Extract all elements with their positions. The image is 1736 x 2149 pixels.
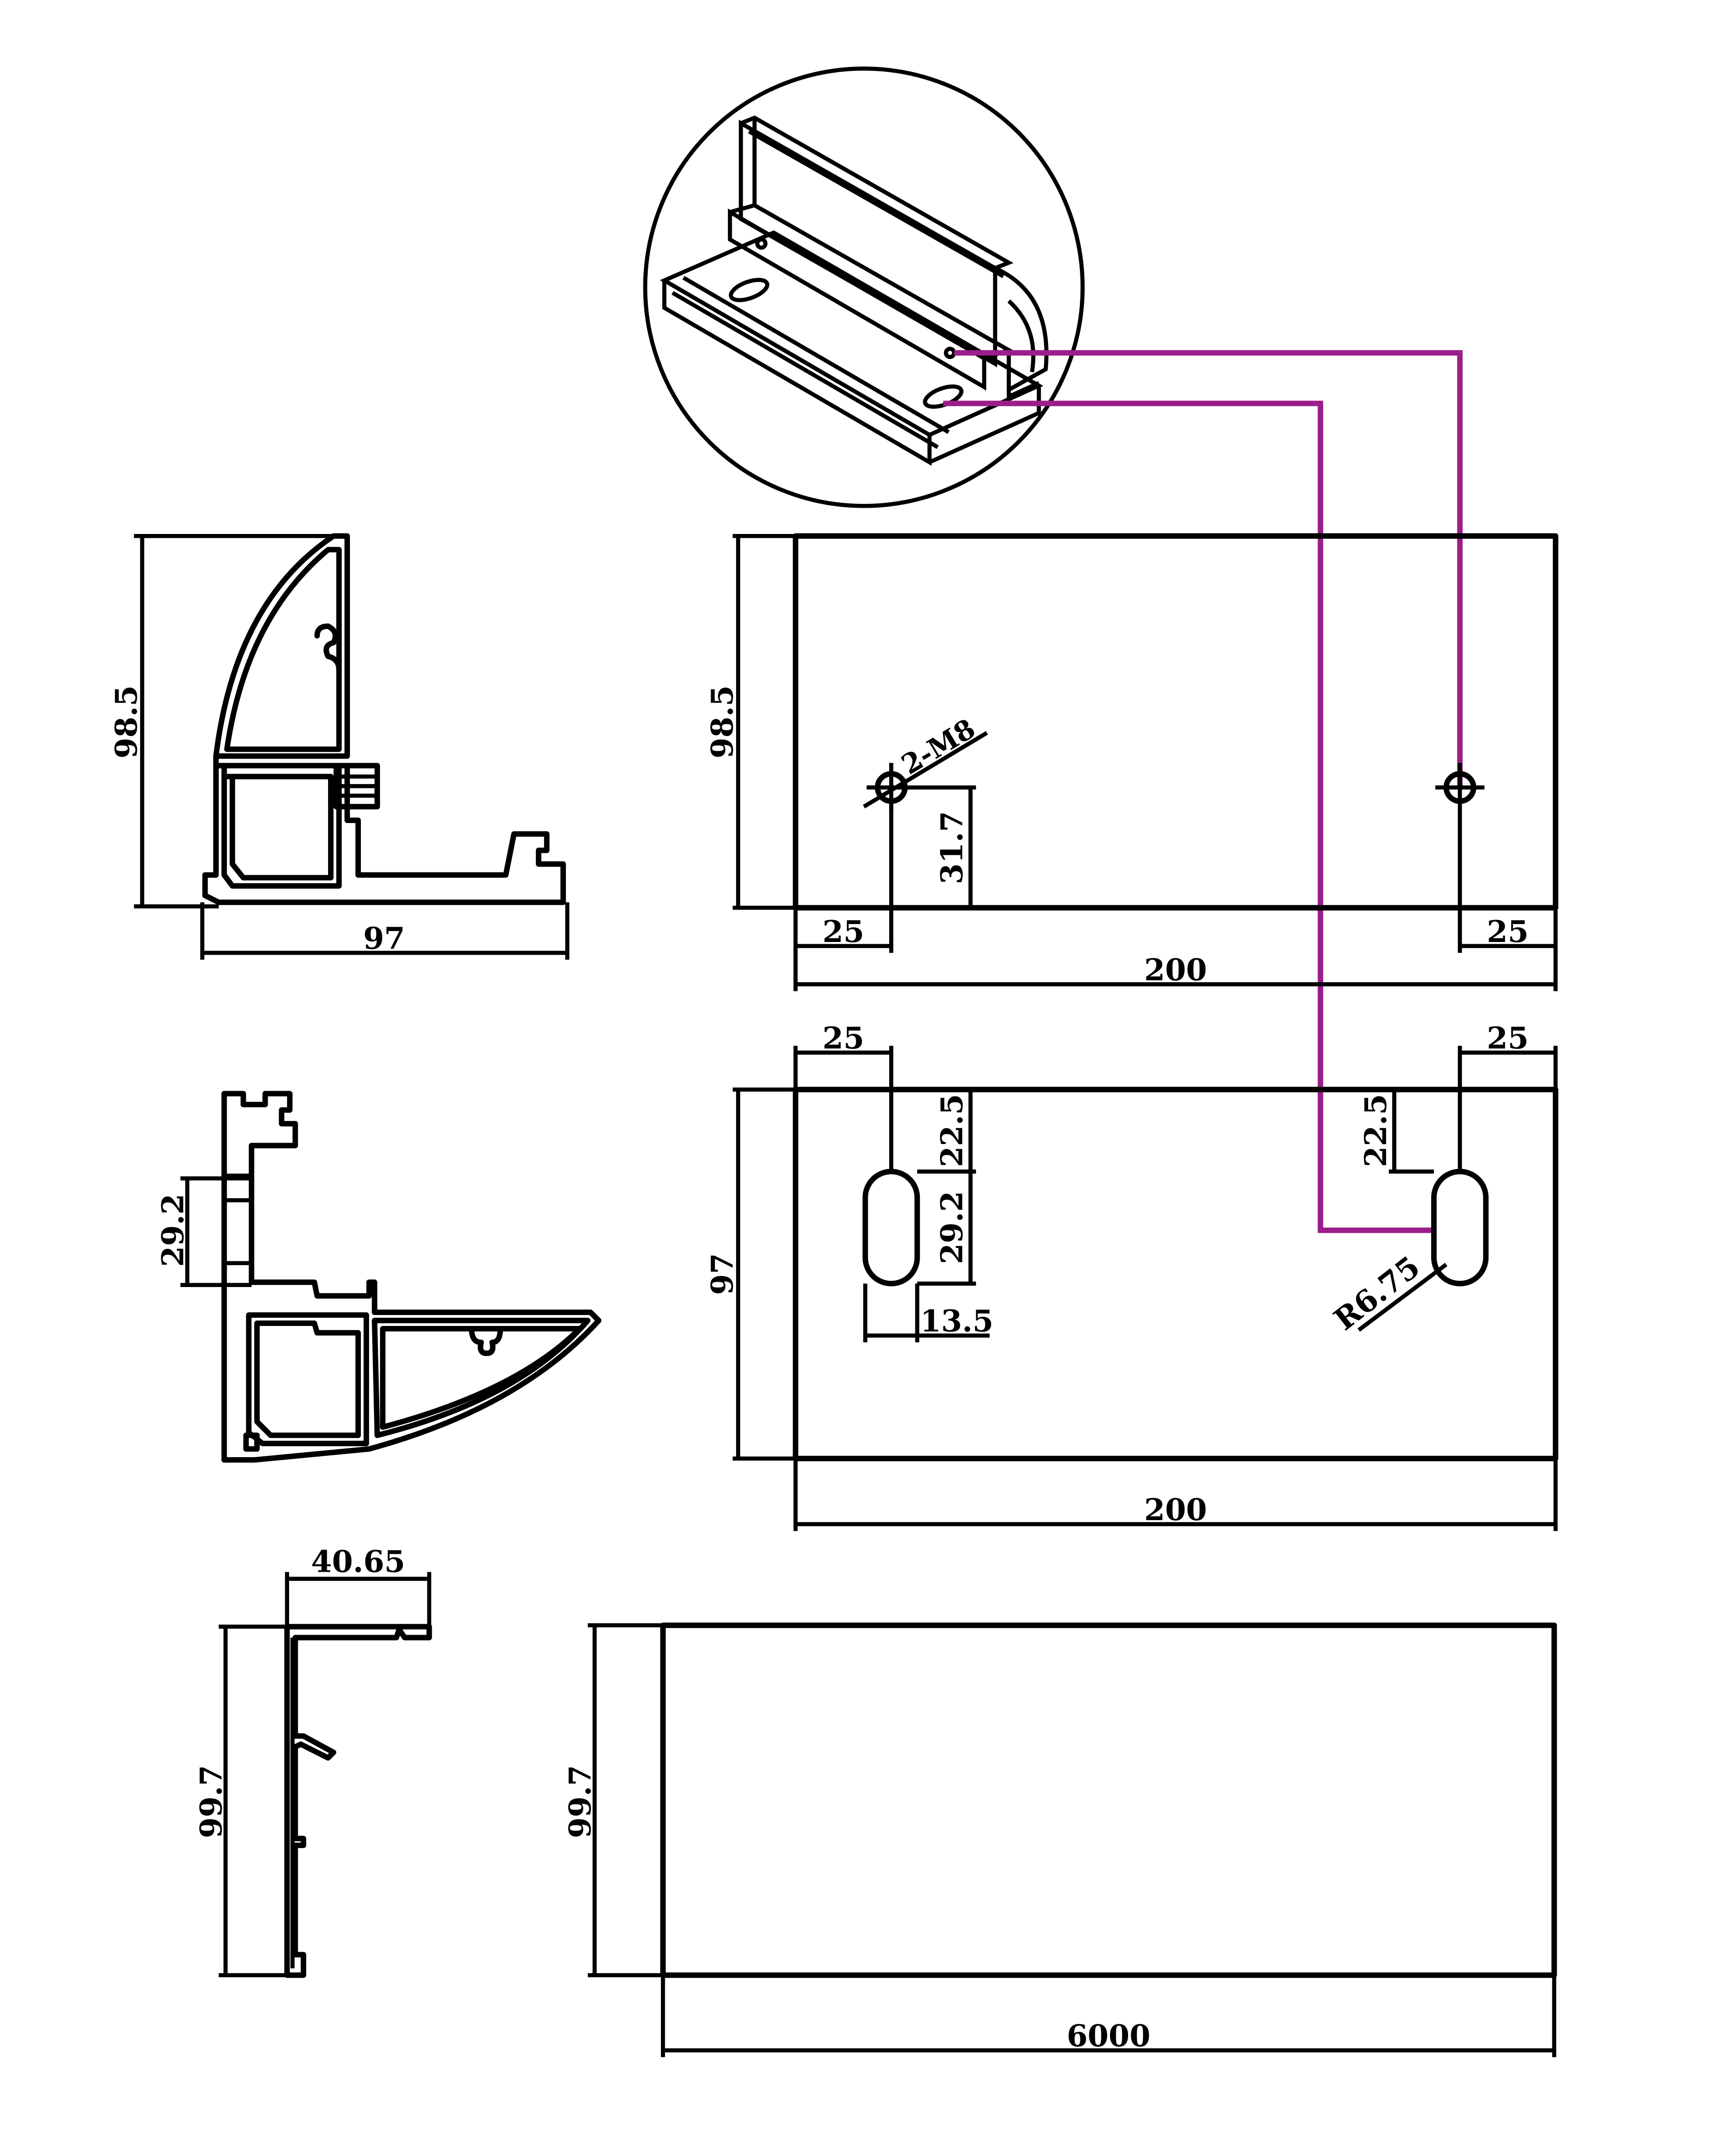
- plan-slot-radius-label: R6.75: [1327, 1249, 1427, 1337]
- profile-section-3: [284, 1624, 432, 1978]
- front-width-label: 200: [1144, 952, 1207, 987]
- plan-slot-width-label: 13.5: [920, 1304, 993, 1339]
- long-view: [660, 1622, 1557, 1978]
- front-view: [793, 533, 1558, 911]
- front-view-dimensions: 98.5 2-M8 31.7 25 25 200: [705, 534, 1558, 991]
- long-length-label: 6000: [1067, 2018, 1150, 2054]
- isometric-detail-view: [643, 66, 1085, 508]
- long-height-label: 99.7: [562, 1765, 598, 1838]
- plan-right-offset-label: 25: [1487, 1021, 1529, 1056]
- front-left-offset-label: 25: [822, 914, 864, 949]
- front-hole-height-label: 31.7: [934, 811, 970, 884]
- front-hole-note: 2-M8: [896, 712, 981, 781]
- profile1-dimensions: 98.5 97: [109, 534, 569, 960]
- profile-section-1: [202, 533, 566, 905]
- front-right-offset-label: 25: [1487, 914, 1529, 949]
- plan-slot-length-label: 29.2: [934, 1191, 970, 1264]
- plan-view-dimensions: 25 25 22.5 29.2 22.5 13.5 R6.75 97 200: [705, 1021, 1558, 1531]
- plan-height-label: 97: [705, 1253, 740, 1295]
- profile2-slot-label: 29.2: [155, 1194, 191, 1267]
- plan-view: [793, 1087, 1558, 1462]
- profile-section-2: [221, 1091, 602, 1463]
- plan-left-offset-label: 25: [822, 1021, 864, 1056]
- profile1-width-label: 97: [363, 921, 405, 956]
- profile2-dimensions: 29.2: [155, 1176, 252, 1287]
- profile1-height-label: 98.5: [109, 685, 144, 758]
- long-view-dimensions: 99.7 6000: [562, 1623, 1557, 2058]
- plan-width-label: 200: [1144, 1492, 1207, 1528]
- profile3-height-label: 99.7: [193, 1765, 229, 1838]
- plan-slot-top-right-label: 22.5: [1358, 1094, 1394, 1167]
- plan-slot-top-left-label: 22.5: [934, 1094, 970, 1167]
- front-height-label: 98.5: [705, 685, 740, 758]
- profile3-dimensions: 40.65 99.7: [193, 1544, 431, 1978]
- leader-lines: [943, 350, 1463, 1233]
- profile3-width-label: 40.65: [311, 1544, 405, 1580]
